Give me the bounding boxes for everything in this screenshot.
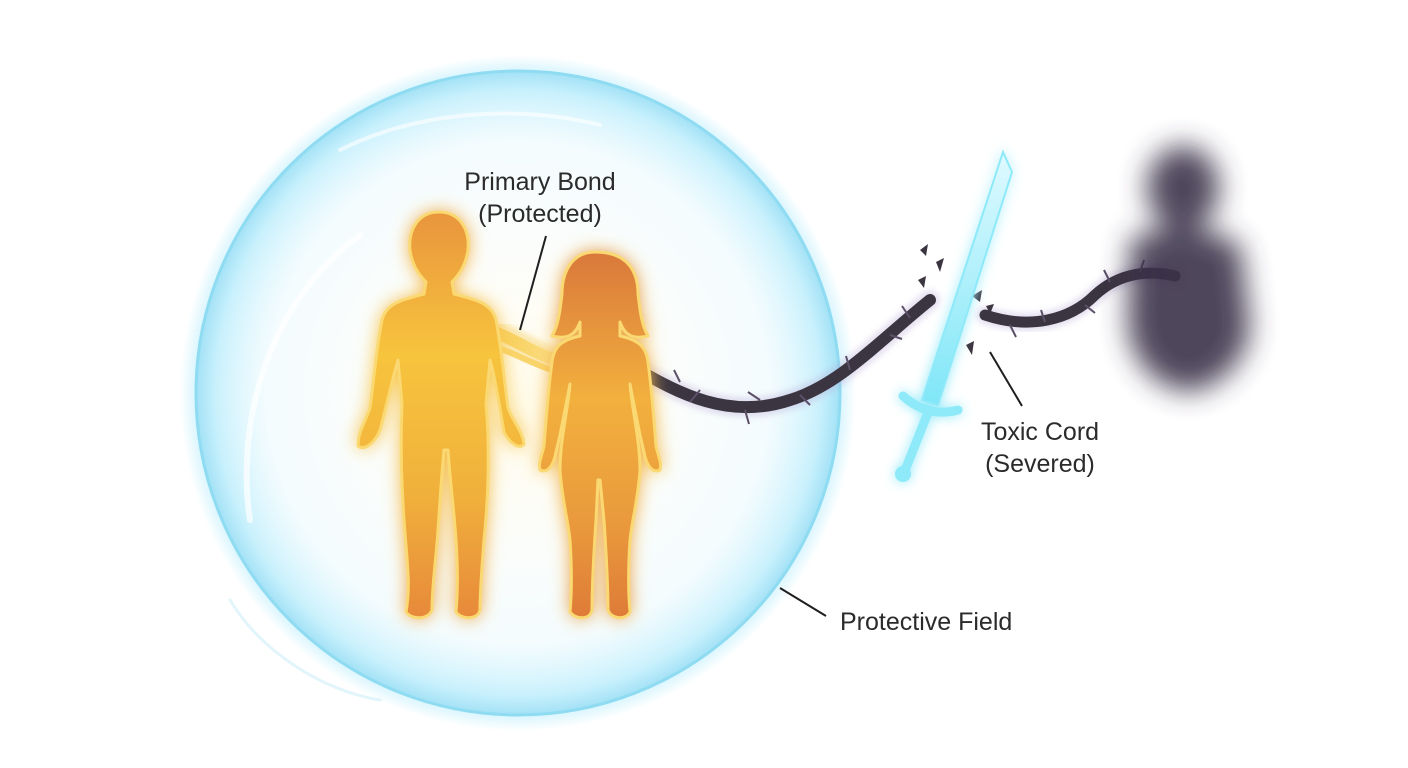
sword-icon <box>895 149 1014 482</box>
man-silhouette-icon <box>356 210 526 620</box>
toxic-cord-label-line1: Toxic Cord <box>980 418 1100 446</box>
toxic-cord-label-line2: (Severed) <box>985 450 1095 478</box>
leader-lines <box>519 235 1023 617</box>
toxic-cord-label: Toxic Cord (Severed) <box>945 416 1135 480</box>
toxic-cord-left <box>620 290 940 425</box>
woman-silhouette-icon <box>538 250 662 620</box>
severed-shards <box>918 244 994 355</box>
shadow-figure-icon <box>1128 146 1250 392</box>
leader-line-protective-field <box>779 587 827 617</box>
protective-field-bubble <box>180 55 856 731</box>
leader-line-toxic-cord <box>989 351 1023 407</box>
primary-bond-label-line2: (Protected) <box>478 200 602 228</box>
leader-line-primary-bond <box>519 235 547 331</box>
primary-bond-label: Primary Bond (Protected) <box>440 166 640 230</box>
primary-bond-label-line1: Primary Bond <box>464 168 616 196</box>
protective-field-label: Protective Field <box>840 608 1013 636</box>
